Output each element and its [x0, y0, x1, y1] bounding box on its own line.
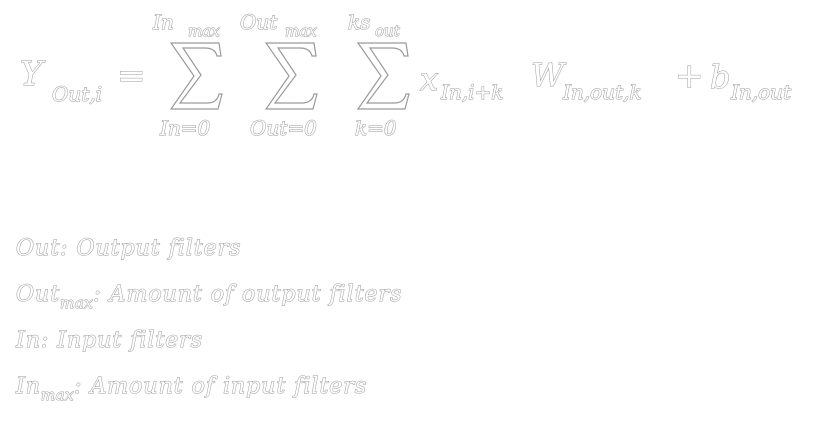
bias-term-subscript: In,out — [730, 80, 792, 105]
input-term-subscript: In,i+k — [440, 80, 504, 105]
sum-1-upper-limit: In — [153, 10, 175, 35]
definition-term-subscript: max — [40, 386, 74, 405]
definition-term: In — [16, 374, 41, 400]
bias-term-symbol: b — [709, 58, 731, 97]
definition-term: Out — [15, 282, 61, 308]
definition-text: : Amount of input filters — [73, 374, 368, 400]
definitions-list: Out: Output filters Outmax: Amount of ou… — [15, 232, 716, 416]
weight-term-symbol: W — [531, 56, 565, 95]
definition-item: Out: Output filters — [15, 232, 716, 278]
sum-3-upper-limit-subscript: out — [375, 22, 401, 41]
definition-term: Out — [15, 236, 61, 262]
definition-item: In: Input filters — [16, 324, 716, 370]
definition-term: In — [16, 328, 41, 354]
definition-term-subscript: max — [60, 294, 94, 313]
sum-1-lower-limit: In=0 — [159, 116, 211, 141]
definition-item: Outmax: Amount of output filters — [15, 278, 716, 324]
equals-sign: = — [117, 56, 146, 97]
sum-2-upper-limit-subscript: max — [285, 22, 318, 41]
plus-sign: + — [675, 56, 704, 97]
sum-1-upper-limit-subscript: max — [188, 22, 221, 41]
sum-3-sigma-icon — [354, 40, 410, 112]
output-symbol: Y — [19, 54, 43, 95]
definition-text: : Output filters — [60, 236, 242, 262]
sum-3-lower-limit: k=0 — [355, 116, 398, 141]
definition-text: : Amount of output filters — [93, 282, 403, 308]
sum-2-lower-limit: Out=0 — [250, 116, 318, 141]
sum-1-sigma-icon — [167, 40, 223, 112]
sum-2-sigma-icon — [262, 40, 318, 112]
definition-item: Inmax: Amount of input filters — [16, 370, 716, 416]
output-subscript: Out,i — [51, 82, 103, 107]
weight-term-subscript: In,out,k — [563, 80, 643, 105]
sum-2-upper-limit: Out — [239, 10, 278, 35]
definition-text: : Input filters — [40, 328, 204, 354]
convolution-equation: Y Out,i = In max In=0 Out max Out=0 ks o… — [0, 0, 838, 160]
input-term-symbol: x — [419, 60, 439, 99]
sum-3-upper-limit: ks — [347, 10, 371, 35]
